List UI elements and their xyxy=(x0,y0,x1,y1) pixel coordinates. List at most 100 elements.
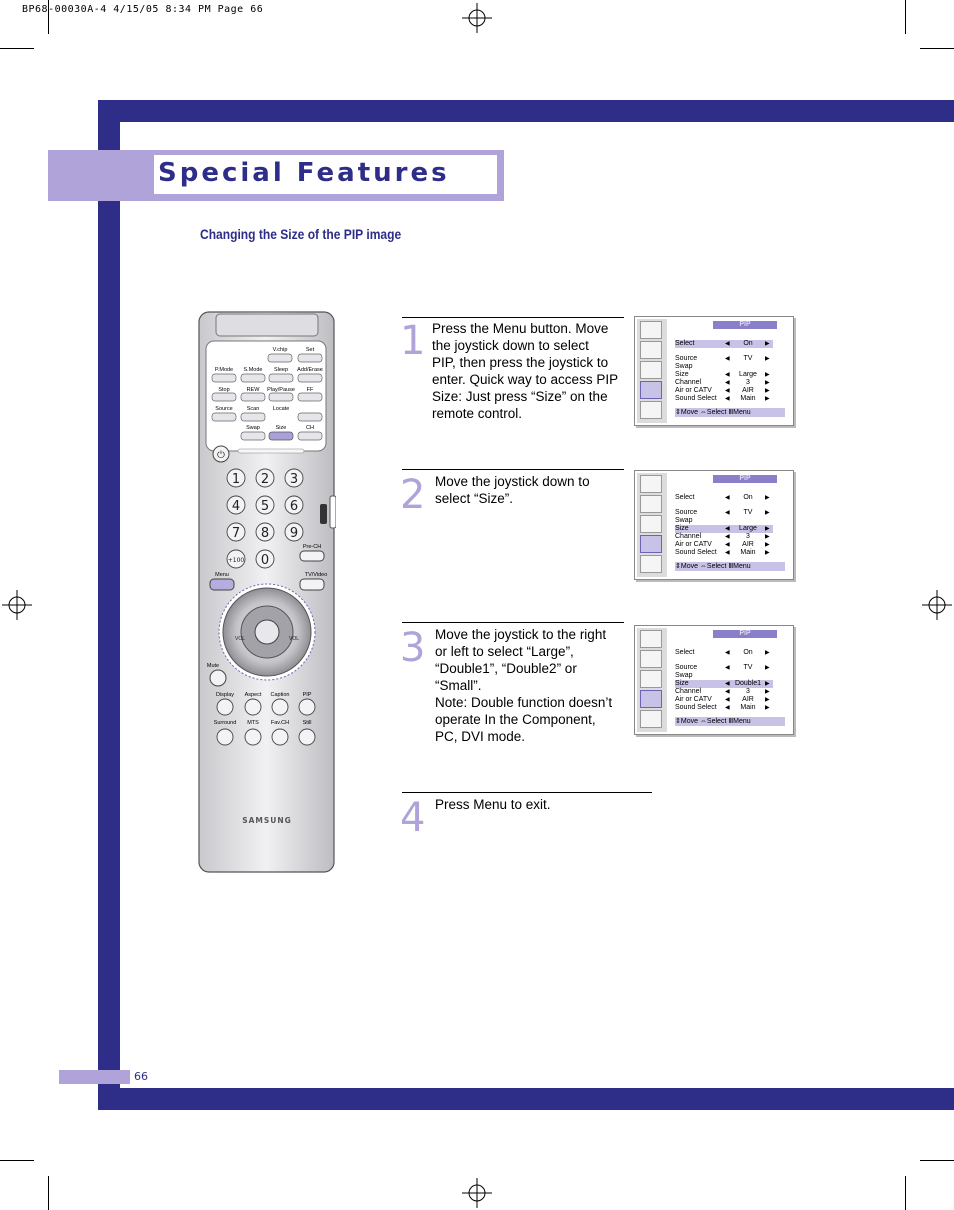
menu-row: Size◀Large▶ xyxy=(675,371,770,378)
registration-mark-icon xyxy=(462,1178,492,1208)
svg-text:Scan: Scan xyxy=(247,406,260,412)
right-arrow-icon: ▶ xyxy=(765,380,770,386)
svg-text:MTS: MTS xyxy=(247,720,259,726)
menu-row: Source◀TV▶ xyxy=(675,664,770,671)
menu-row: Channel◀3▶ xyxy=(675,533,770,540)
left-arrow-icon: ◀ xyxy=(725,705,730,711)
print-slug: BP68-00030A-4 4/15/05 8:34 PM Page 66 xyxy=(22,4,264,15)
crop-mark xyxy=(48,1176,49,1210)
svg-text:Still: Still xyxy=(303,720,312,726)
menu-row: Swap xyxy=(675,672,693,679)
menu-category-icon xyxy=(640,535,662,553)
crop-mark xyxy=(920,1160,954,1161)
svg-text:5: 5 xyxy=(261,499,269,514)
menu-row: Sound Select◀Main▶ xyxy=(675,549,770,556)
right-arrow-icon: ▶ xyxy=(765,550,770,556)
svg-text:3: 3 xyxy=(290,472,298,487)
step-divider xyxy=(402,792,652,793)
right-arrow-icon: ▶ xyxy=(765,705,770,711)
menu-category-icon xyxy=(640,710,662,728)
menu-row: Channel◀3▶ xyxy=(675,688,770,695)
menu-row: Swap xyxy=(675,363,693,370)
menu-row: Select◀On▶ xyxy=(675,494,770,501)
svg-text:6: 6 xyxy=(290,499,298,514)
menu-category-icon xyxy=(640,555,662,573)
step-number: 2 xyxy=(400,472,426,518)
svg-text:TV/Video: TV/Video xyxy=(305,572,328,578)
step-number: 3 xyxy=(400,625,426,671)
left-arrow-icon: ◀ xyxy=(725,396,730,402)
svg-text:0: 0 xyxy=(261,553,269,568)
menu-row: Air or CATV◀AIR▶ xyxy=(675,696,770,703)
svg-text:Play/Pause: Play/Pause xyxy=(267,387,295,393)
svg-text:1: 1 xyxy=(232,472,240,487)
menu-category-icon xyxy=(640,670,662,688)
left-arrow-icon: ◀ xyxy=(725,510,730,516)
menu-category-icon xyxy=(640,475,662,493)
left-arrow-icon: ◀ xyxy=(725,388,730,394)
crop-mark xyxy=(905,1176,906,1210)
menu-header: PIP xyxy=(713,475,777,483)
step-divider xyxy=(402,469,624,470)
svg-text:7: 7 xyxy=(232,526,240,541)
svg-text:FF: FF xyxy=(307,387,314,393)
menu-row: Size◀Double1▶ xyxy=(675,680,773,688)
svg-text:PIP: PIP xyxy=(303,692,312,698)
remote-control-illustration: V.chip Set P.Mode S.Mode Sleep Add/Erase… xyxy=(198,311,336,873)
remote-label: V.chip xyxy=(273,347,288,353)
left-arrow-icon: ◀ xyxy=(725,697,730,703)
left-arrow-icon: ◀ xyxy=(725,681,730,687)
svg-text:Surround: Surround xyxy=(214,720,237,726)
step-divider xyxy=(402,317,624,318)
page-number: 66 xyxy=(134,1070,148,1083)
crop-mark xyxy=(0,1160,34,1161)
menu-row: Channel◀3▶ xyxy=(675,379,770,386)
menu-category-icon xyxy=(640,515,662,533)
right-arrow-icon: ▶ xyxy=(765,689,770,695)
right-arrow-icon: ▶ xyxy=(765,372,770,378)
menu-row: Select◀On▶ xyxy=(675,340,773,348)
svg-text:9: 9 xyxy=(290,526,298,541)
svg-text:⏻: ⏻ xyxy=(217,450,225,461)
svg-text:Add/Erase: Add/Erase xyxy=(297,367,323,373)
right-arrow-icon: ▶ xyxy=(765,526,770,532)
crop-mark xyxy=(0,48,34,49)
registration-mark-icon xyxy=(2,590,32,620)
registration-mark-icon xyxy=(922,590,952,620)
menu-row: Source◀TV▶ xyxy=(675,509,770,516)
svg-text:Display: Display xyxy=(216,692,234,698)
menu-row: Size◀Large▶ xyxy=(675,525,773,533)
menu-category-icon xyxy=(640,650,662,668)
right-arrow-icon: ▶ xyxy=(765,665,770,671)
right-arrow-icon: ▶ xyxy=(765,534,770,540)
left-arrow-icon: ◀ xyxy=(725,650,730,656)
svg-text:P.Mode: P.Mode xyxy=(215,367,233,373)
frame-left-bar xyxy=(98,100,120,1110)
svg-text:Menu: Menu xyxy=(215,572,229,578)
menu-footer: ⇕Move ⇔Select ⅢMenu xyxy=(675,562,785,571)
right-arrow-icon: ▶ xyxy=(765,650,770,656)
left-arrow-icon: ◀ xyxy=(725,356,730,362)
menu-footer: ⇕Move ⇔Select ⅢMenu xyxy=(675,717,785,726)
svg-text:Stop: Stop xyxy=(218,387,229,393)
right-arrow-icon: ▶ xyxy=(765,510,770,516)
menu-row: Air or CATV◀AIR▶ xyxy=(675,541,770,548)
menu-category-icon xyxy=(640,361,662,379)
menu-header: PIP xyxy=(713,630,777,638)
left-arrow-icon: ◀ xyxy=(725,372,730,378)
step-number: 4 xyxy=(400,795,426,841)
svg-text:CH: CH xyxy=(306,425,314,431)
svg-text:+100: +100 xyxy=(228,557,245,564)
page-subtitle: Changing the Size of the PIP image xyxy=(200,226,402,242)
menu-category-icon xyxy=(640,630,662,648)
right-arrow-icon: ▶ xyxy=(765,542,770,548)
svg-text:4: 4 xyxy=(232,499,240,514)
menu-row: Sound Select◀Main▶ xyxy=(675,395,770,402)
left-arrow-icon: ◀ xyxy=(725,550,730,556)
svg-text:Size: Size xyxy=(276,425,287,431)
